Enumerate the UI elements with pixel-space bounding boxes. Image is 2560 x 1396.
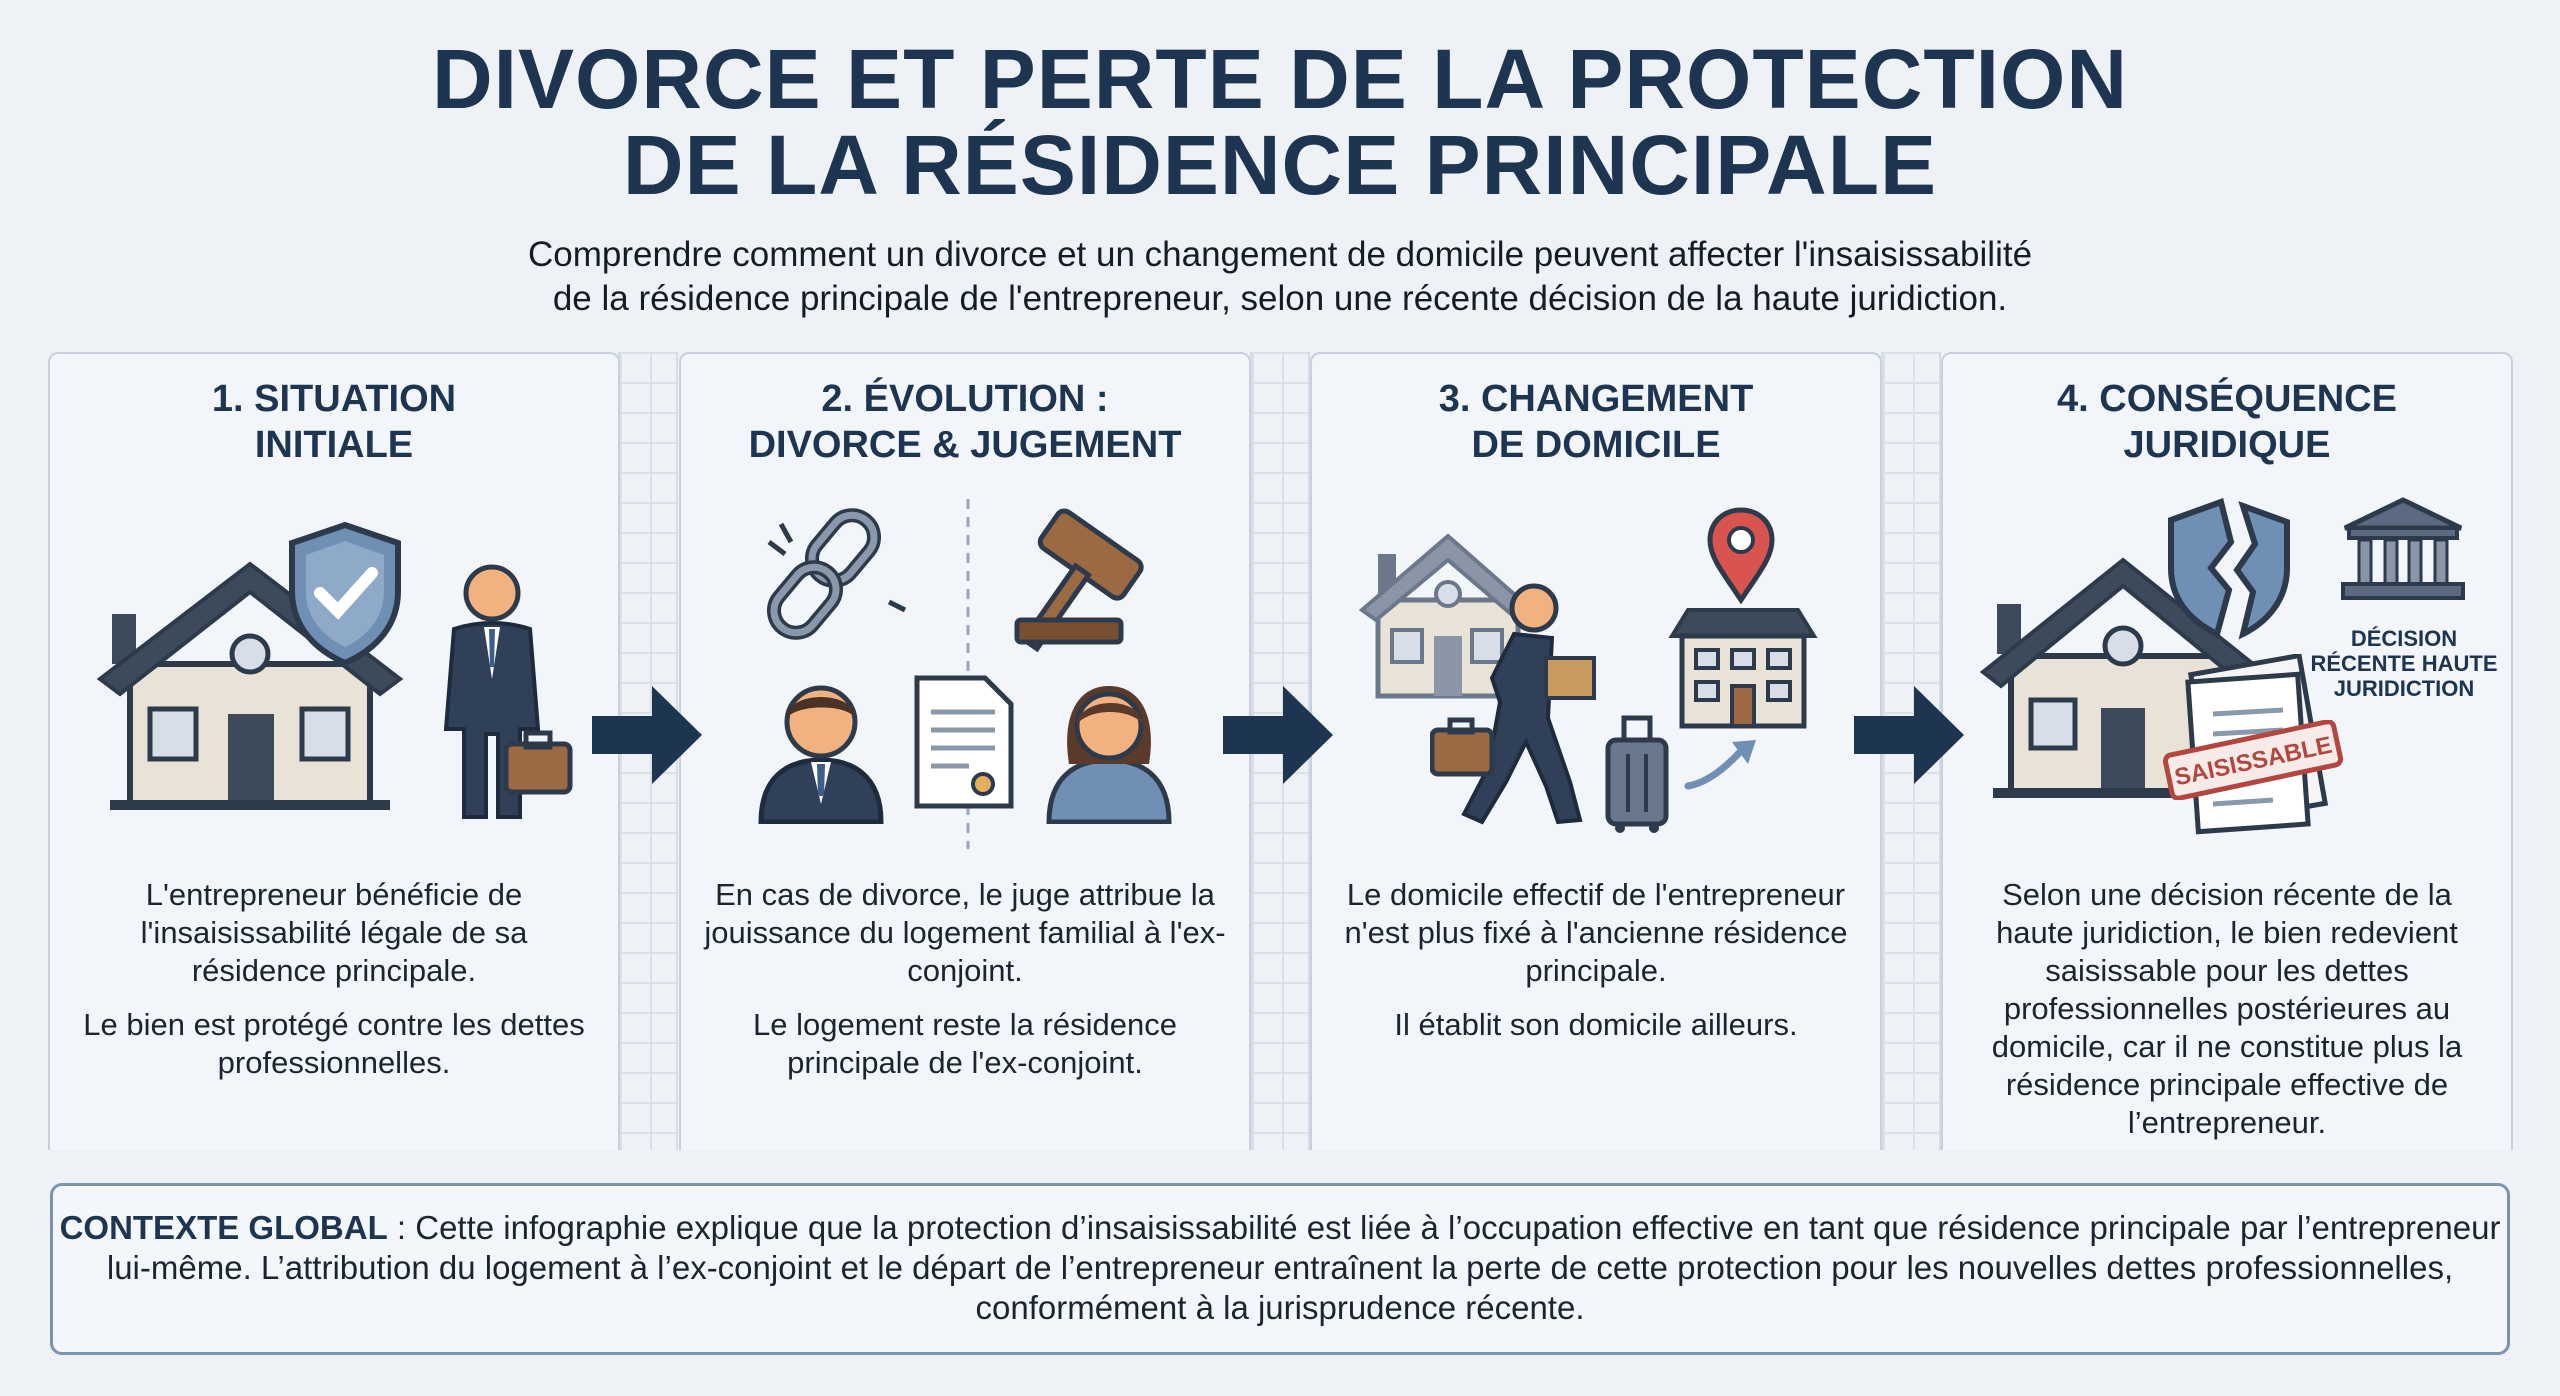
gavel-icon <box>1014 508 1144 652</box>
subtitle-line-1: Comprendre comment un divorce et un chan… <box>527 235 2033 274</box>
step-3-title: 3. CHANGEMENT DE DOMICILE <box>1312 376 1880 468</box>
new-building-icon <box>1668 608 1818 729</box>
move-arrow-icon <box>1684 740 1756 790</box>
broken-chain-icon <box>767 508 907 640</box>
step-2-paragraph-1: En cas de divorce, le juge attribue la j… <box>704 877 1226 988</box>
arrow-right-icon <box>592 686 702 784</box>
step-3-paragraph-2: Il établit son domicile ailleurs. <box>1394 1007 1798 1042</box>
step-4-title-line-1: 4. CONSÉQUENCE <box>2057 378 2397 420</box>
step-4-title: 4. CONSÉQUENCE JURIDIQUE <box>1943 376 2511 468</box>
step-2-panel: 2. ÉVOLUTION : DIVORCE & JUGEMENT <box>679 352 1251 1150</box>
document-icon <box>914 675 1014 809</box>
man-icon <box>758 685 884 824</box>
court-decision-label: DÉCISION RÉCENTE HAUTE JURIDICTION <box>2299 626 2509 701</box>
page-subtitle: Comprendre comment un divorce et un chan… <box>0 233 2560 321</box>
step-2-title-line-2: DIVORCE & JUGEMENT <box>748 424 1182 466</box>
entrepreneur-icon <box>443 564 573 819</box>
step-2-title: 2. ÉVOLUTION : DIVORCE & JUGEMENT <box>681 376 1249 468</box>
context-box: CONTEXTE GLOBAL : Cette infographie expl… <box>50 1183 2510 1355</box>
step-4-panel: 4. CONSÉQUENCE JURIDIQUE SAISISSABLE <box>1941 352 2513 1150</box>
step-1-title-line-1: 1. SITUATION <box>211 378 457 420</box>
step-4-title-line-2: JURIDIQUE <box>2123 424 2331 466</box>
step-2-text: En cas de divorce, le juge attribue la j… <box>701 876 1229 1098</box>
walking-man-icon <box>1430 583 1596 825</box>
courthouse-icon <box>2341 497 2465 600</box>
step-1-paragraph-1: L'entrepreneur bénéficie de l'insaisissa… <box>140 877 528 988</box>
step-1-panel: 1. SITUATION INITIALE L'entrepreneur bén… <box>48 352 620 1150</box>
step-3-panel: 3. CHANGEMENT DE DOMICILE <box>1310 352 1882 1150</box>
arrow-right-icon <box>1854 686 1964 784</box>
step-2-paragraph-2: Le logement reste la résidence principal… <box>753 1007 1177 1080</box>
saisissable-stamp: SAISISSABLE <box>2162 720 2344 800</box>
context-separator: : <box>387 1209 416 1246</box>
location-pin-icon <box>1707 507 1775 604</box>
context-text: Cette infographie explique que la protec… <box>106 1209 2501 1326</box>
suitcase-icon <box>1605 715 1669 833</box>
step-3-title-line-1: 3. CHANGEMENT <box>1438 378 1754 420</box>
step-4-paragraph-1: Selon une décision récente de la haute j… <box>1991 877 2463 1140</box>
step-1-text: L'entrepreneur bénéficie de l'insaisissa… <box>70 876 598 1098</box>
house-icon <box>96 561 404 810</box>
step-2-title-line-1: 2. ÉVOLUTION : <box>821 378 1109 420</box>
step-3-paragraph-1: Le domicile effectif de l'entrepreneur n… <box>1344 877 1848 988</box>
step-1-title: 1. SITUATION INITIALE <box>50 376 618 468</box>
step-3-title-line-2: DE DOMICILE <box>1471 424 1721 466</box>
woman-icon <box>1046 686 1172 824</box>
title-line-1: DIVORCE ET PERTE DE LA PROTECTION <box>431 32 2129 126</box>
context-label: CONTEXTE GLOBAL <box>59 1209 388 1246</box>
title-line-2: DE LA RÉSIDENCE PRINCIPALE <box>622 118 1938 212</box>
court-label-line-2: RÉCENTE HAUTE <box>2310 651 2498 676</box>
page-title: DIVORCE ET PERTE DE LA PROTECTION DE LA … <box>0 36 2560 208</box>
shield-check-icon <box>289 521 401 667</box>
broken-shield-icon <box>2168 498 2290 640</box>
step-1-paragraph-2: Le bien est protégé contre les dettes pr… <box>83 1007 585 1080</box>
step-4-text: Selon une décision récente de la haute j… <box>1963 876 2491 1158</box>
subtitle-line-2: de la résidence principale de l'entrepre… <box>552 279 2008 318</box>
step-3-text: Le domicile effectif de l'entrepreneur n… <box>1332 876 1860 1060</box>
step-1-title-line-2: INITIALE <box>254 424 414 466</box>
court-label-line-1: DÉCISION <box>2350 626 2458 651</box>
arrow-right-icon <box>1223 686 1333 784</box>
court-label-line-3: JURIDICTION <box>2333 676 2475 701</box>
